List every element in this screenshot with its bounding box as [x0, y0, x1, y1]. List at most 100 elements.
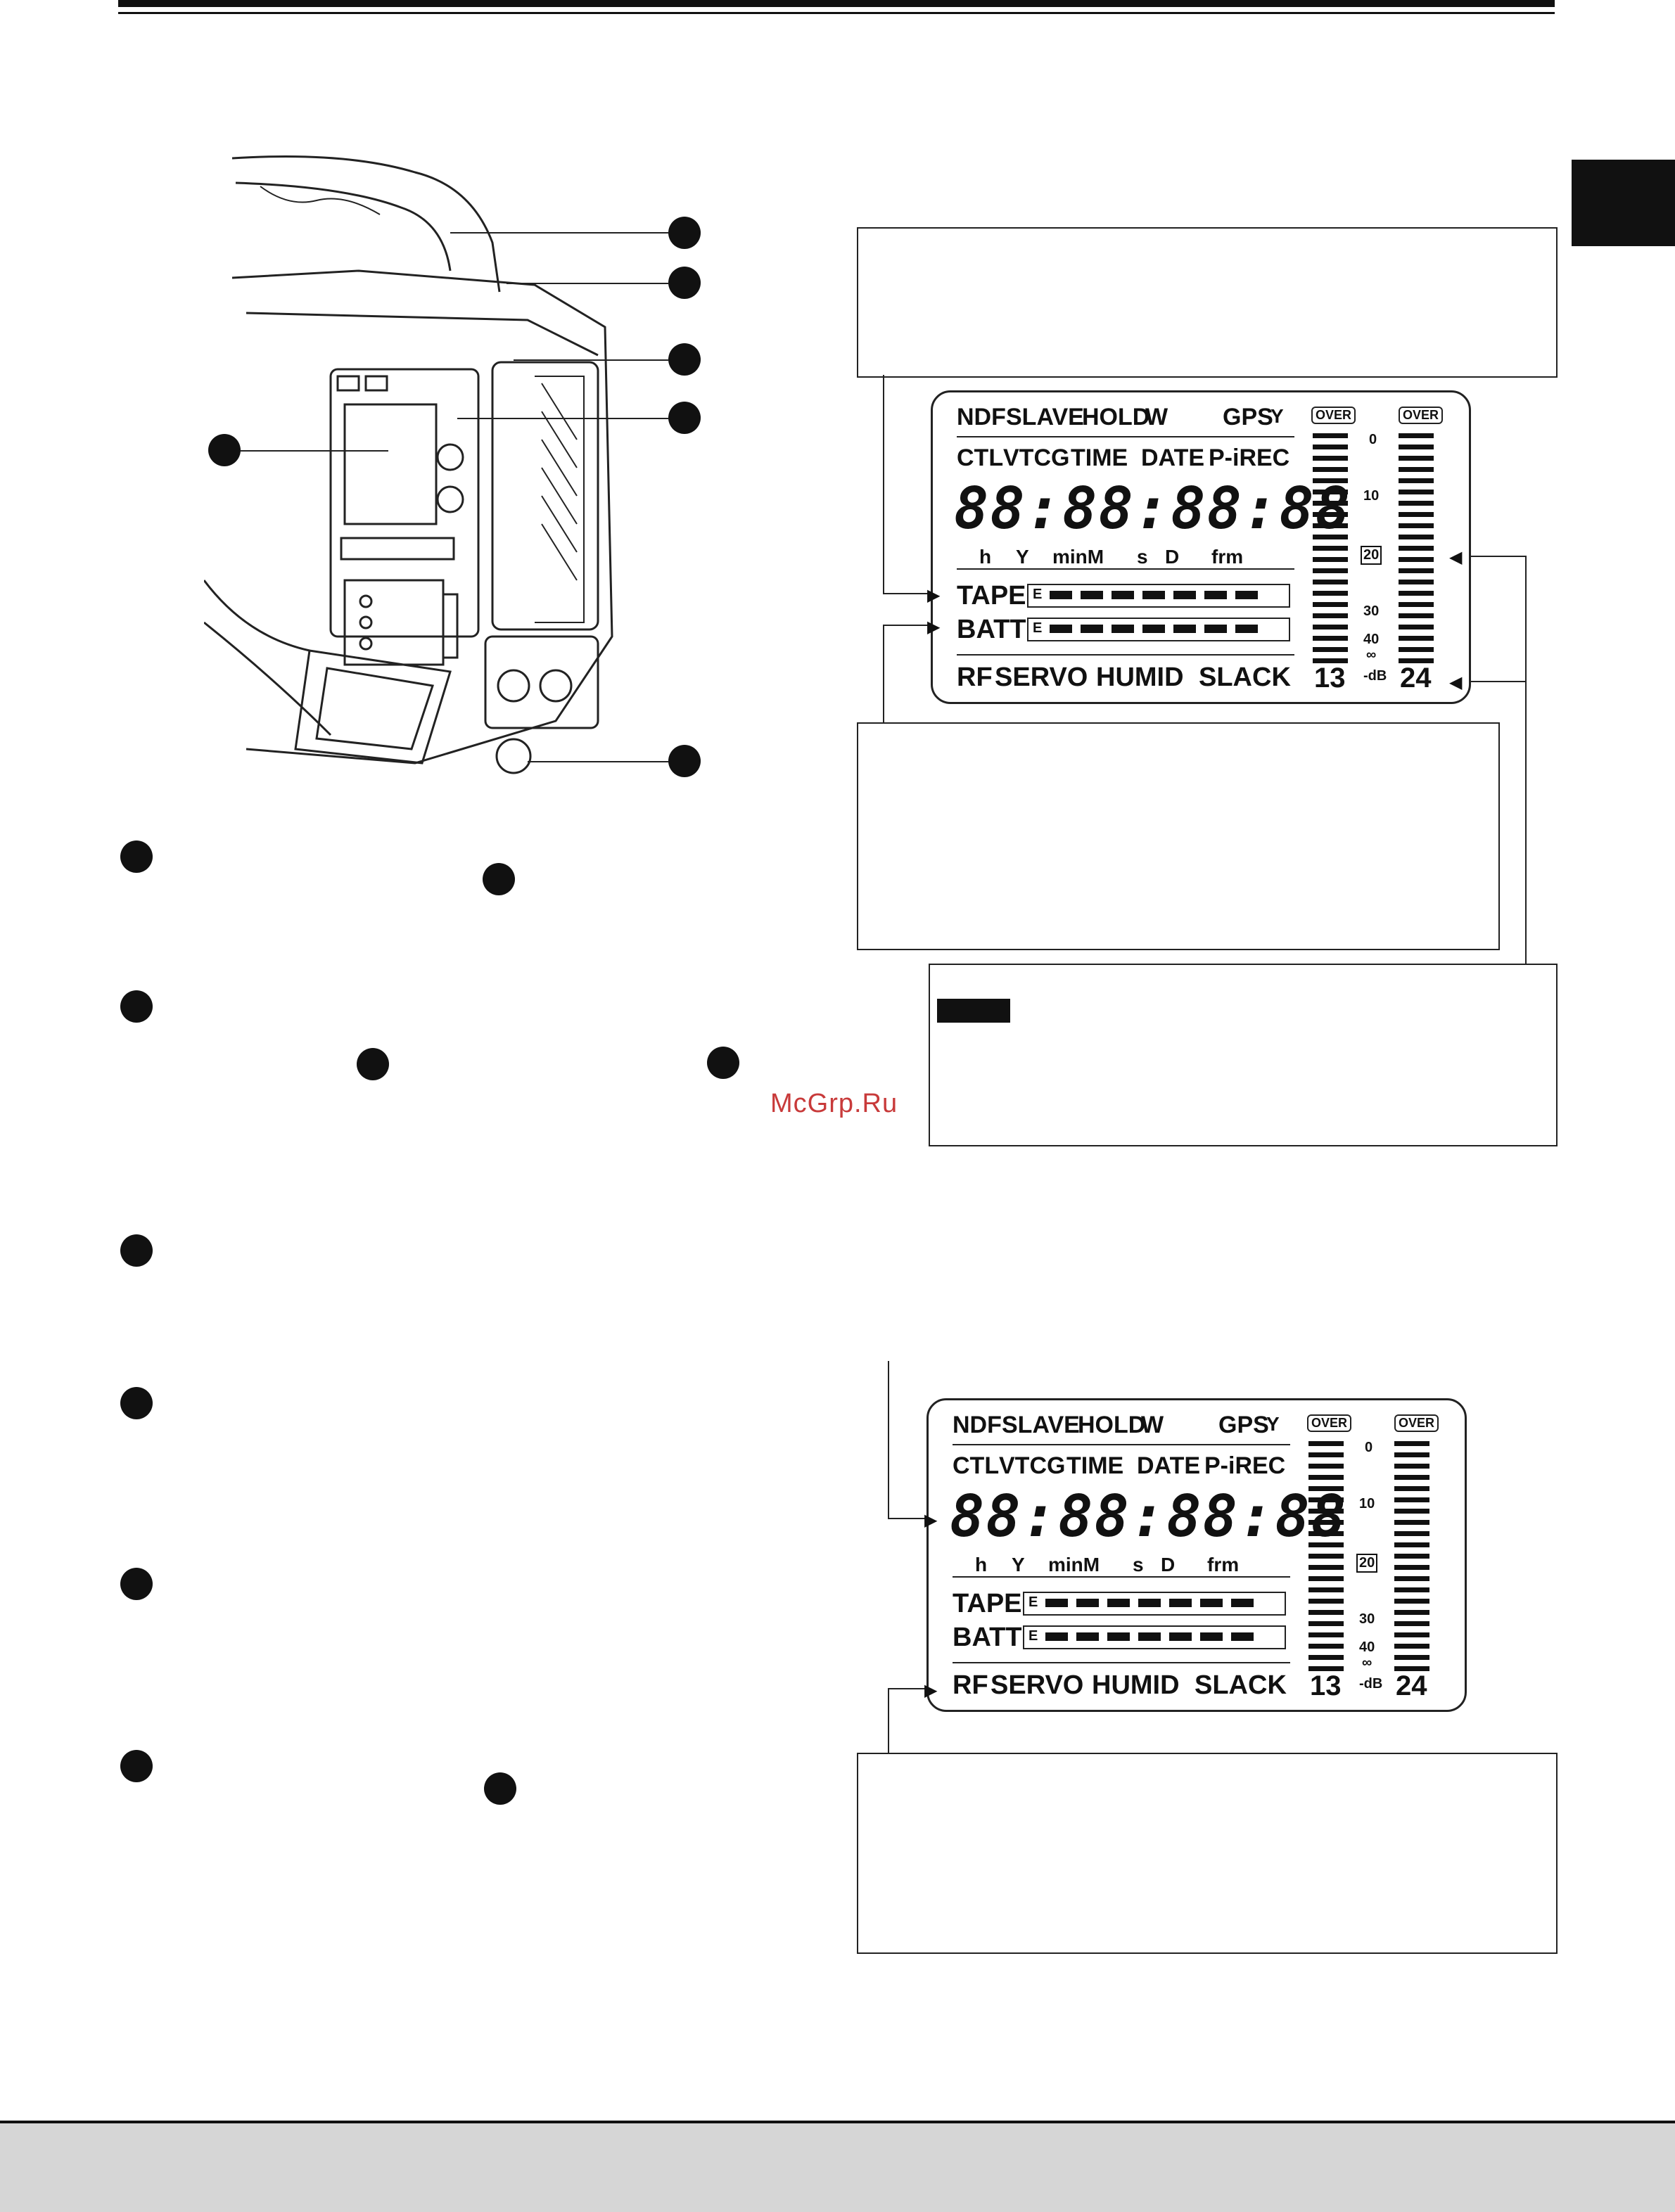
battery-remaining-bar: E: [1023, 1625, 1286, 1649]
over-indicator-ch1: OVER: [1307, 1414, 1352, 1432]
audio-meter-ch2: [1399, 433, 1434, 665]
channel-13: 13: [1314, 663, 1346, 693]
lcd-ndf: NDF: [957, 404, 1006, 430]
item-bullet: [120, 1568, 153, 1600]
lcd-w: W: [1141, 1412, 1164, 1438]
lcd-slack: SLACK: [1199, 663, 1291, 692]
lcd-rf: RF: [953, 1670, 988, 1700]
connector-line: [883, 593, 936, 594]
lcd-unit-minm: minM: [1052, 546, 1104, 568]
scale-30: 30: [1359, 1611, 1375, 1627]
scale-10: 10: [1363, 488, 1380, 504]
leader-line: [450, 232, 668, 234]
lcd-unit-frm: frm: [1207, 1554, 1240, 1575]
scale-db: -dB: [1363, 668, 1387, 684]
lcd-unit-frm: frm: [1211, 546, 1244, 568]
lcd-unit-y: Y: [1016, 546, 1029, 568]
callout-bullet: [208, 434, 241, 466]
connector-line: [1460, 556, 1527, 557]
leader-line: [457, 418, 668, 419]
callout-box-warnings: [857, 1753, 1558, 1954]
arrow-right-icon: ▶: [924, 1511, 938, 1530]
item-bullet: [707, 1047, 739, 1079]
callout-box-tape: [857, 227, 1558, 378]
lcd-rf: RF: [957, 663, 993, 692]
bar-e-marker: E: [1033, 620, 1043, 636]
chapter-tab: [1572, 160, 1675, 246]
lcd-unit-s: s: [1137, 546, 1148, 568]
arrow-left-icon: ◀: [1449, 548, 1463, 567]
connector-line: [1460, 681, 1527, 682]
lcd-panel: NDF SLAVE HOLD W GPS Y CTL VTCG TIME DAT…: [926, 1398, 1467, 1712]
lcd-divider: [957, 654, 1294, 656]
scale-20: 20: [1361, 546, 1382, 565]
over-indicator-ch1: OVER: [1311, 407, 1356, 424]
antenna-icon: Y: [1266, 1413, 1280, 1435]
callout-bullet: [668, 343, 701, 376]
top-rule: [118, 0, 1555, 7]
battery-remaining-bar: E: [1027, 618, 1290, 641]
lcd-unit-s: s: [1133, 1554, 1144, 1575]
top-rule-thin: [118, 12, 1555, 14]
connector-line: [1525, 556, 1527, 964]
arrow-right-icon: ▶: [924, 1681, 938, 1700]
arrow-right-icon: ▶: [927, 618, 941, 637]
lcd-time: TIME: [1066, 1452, 1124, 1479]
lcd-hold: HOLD: [1078, 1412, 1146, 1438]
page-footer: [0, 2121, 1675, 2212]
antenna-icon: Y: [1270, 405, 1284, 427]
lcd-date: DATE: [1141, 445, 1205, 471]
scale-infinity: ∞: [1362, 1655, 1373, 1670]
connector-line: [883, 375, 884, 594]
item-bullet: [484, 1772, 516, 1805]
lcd-tape-label: TAPE: [953, 1589, 1022, 1618]
connector-line: [883, 625, 884, 722]
callout-bullet: [668, 402, 701, 434]
audio-meter-ch1: [1313, 433, 1348, 665]
item-bullet: [120, 990, 153, 1023]
lcd-unit-minm: minM: [1048, 1554, 1100, 1575]
item-bullet: [357, 1048, 389, 1080]
lcd-slack: SLACK: [1195, 1670, 1287, 1700]
item-bullet: [120, 1750, 153, 1782]
lcd-batt-label: BATT: [957, 615, 1026, 644]
lcd-ndf: NDF: [953, 1412, 1002, 1438]
lcd-servo: SERVO: [991, 1670, 1084, 1700]
callout-bullet: [668, 267, 701, 299]
camera-illustration: [204, 144, 661, 791]
arrow-right-icon: ▶: [927, 586, 941, 605]
lcd-ctl: CTL: [957, 445, 1004, 471]
lcd-unit-d: D: [1165, 546, 1180, 568]
over-indicator-ch2: OVER: [1399, 407, 1444, 424]
lcd-hold: HOLD: [1082, 404, 1150, 430]
tape-remaining-bar: E: [1023, 1592, 1286, 1616]
lcd-tape-label: TAPE: [957, 581, 1026, 610]
scale-30: 30: [1363, 603, 1380, 619]
leader-line: [514, 359, 668, 361]
watermark: McGrp.Ru: [770, 1089, 898, 1118]
item-bullet: [483, 863, 515, 895]
tape-remaining-bar: E: [1027, 584, 1290, 608]
lcd-servo: SERVO: [995, 663, 1088, 692]
callout-box-batt: [857, 722, 1500, 950]
bar-e-marker: E: [1028, 1594, 1038, 1610]
scale-0: 0: [1369, 432, 1377, 447]
connector-line: [888, 1361, 889, 1519]
lcd-divider: [953, 1444, 1290, 1445]
scale-0: 0: [1365, 1440, 1373, 1455]
lcd-divider: [957, 436, 1294, 437]
lcd-date: DATE: [1137, 1452, 1201, 1479]
callout-bullet: [668, 745, 701, 777]
arrow-left-icon: ◀: [1449, 673, 1463, 692]
lcd-unit-h: h: [975, 1554, 988, 1575]
scale-40: 40: [1359, 1639, 1375, 1655]
connector-line: [888, 1518, 934, 1519]
channel-13: 13: [1310, 1670, 1342, 1701]
lcd-divider: [957, 568, 1294, 570]
lcd-gps: GPS: [1223, 404, 1273, 430]
lcd-divider: [953, 1576, 1290, 1578]
bar-e-marker: E: [1028, 1628, 1038, 1644]
item-bullet: [120, 1387, 153, 1419]
lcd-humid: HUMID: [1096, 663, 1184, 692]
audio-meter-ch1: [1308, 1441, 1344, 1673]
